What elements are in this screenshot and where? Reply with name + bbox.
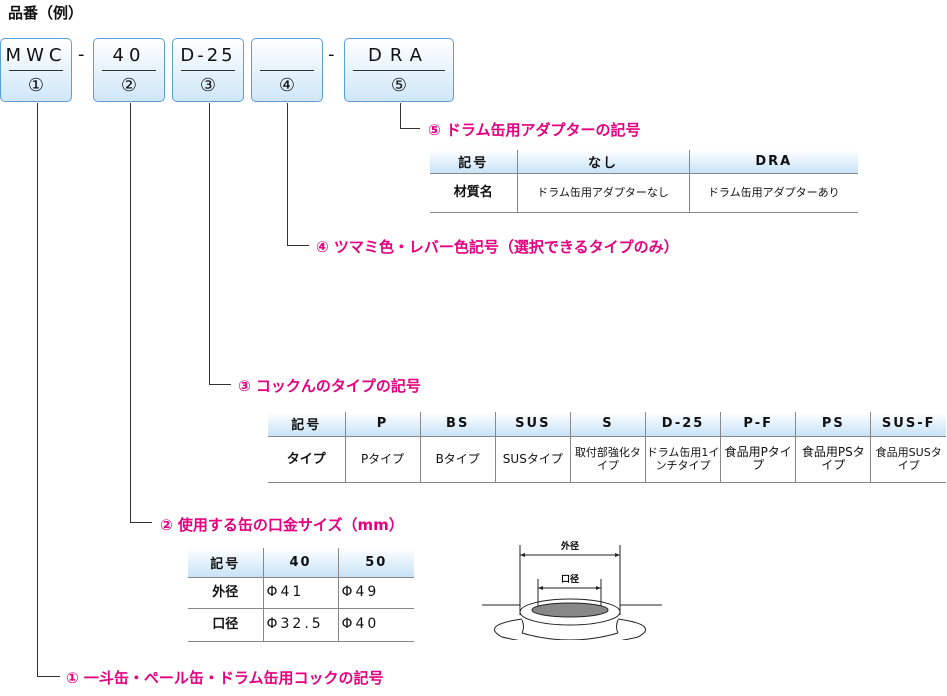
header-cell: BS	[419, 412, 496, 437]
code: DRA	[368, 45, 430, 66]
num: ⑤	[390, 75, 408, 96]
header-cell: 記号	[268, 412, 345, 437]
header-cell: 40	[262, 548, 338, 578]
code: D-25	[180, 45, 236, 66]
type-table: 記号 P BS SUS S D-25 P-F PS SUS-F タイプ Pタイプ…	[268, 412, 946, 483]
header-cell: SUS	[494, 412, 571, 437]
header-cell: なし	[516, 150, 689, 174]
cell: SUSタイプ	[494, 436, 571, 483]
page-title: 品番（例）	[8, 4, 84, 22]
cell: ドラム缶用アダプターなし	[516, 173, 689, 213]
cell: 食品用PSタイプ	[795, 436, 871, 483]
cell: 取付部強化タイプ	[569, 436, 646, 483]
can-mouth-diagram: 外径 口径	[482, 540, 662, 640]
num: ②	[120, 75, 138, 96]
cell: Φ41	[262, 577, 338, 609]
cell: 食品用Pタイプ	[720, 436, 796, 483]
header-cell: 記号	[188, 548, 263, 578]
cell: Φ40	[337, 608, 414, 642]
cell: 食品用SUSタイプ	[870, 436, 946, 483]
separator: -	[78, 44, 85, 65]
num: ③	[199, 75, 217, 96]
header-cell: D-25	[644, 412, 721, 437]
code: MWC	[5, 45, 67, 66]
row-label: 材質名	[430, 173, 517, 213]
cell: Φ49	[337, 577, 414, 609]
header-cell: P	[344, 412, 421, 437]
row-label: タイプ	[268, 436, 345, 483]
num: ①	[27, 75, 45, 96]
cell: ドラム缶用アダプターあり	[688, 173, 858, 213]
separator: -	[328, 44, 335, 65]
row-label: 口径	[188, 608, 263, 642]
header-cell: SUS-F	[870, 412, 946, 437]
header-cell: DRA	[688, 150, 858, 174]
header-cell: P-F	[720, 412, 796, 437]
header-cell: 記号	[430, 150, 517, 174]
part-box-3: D-25 ③	[172, 38, 244, 102]
part-box-4: ④	[251, 38, 323, 102]
num: ④	[278, 75, 296, 96]
cell: Φ32.5	[262, 608, 338, 642]
cell: Bタイプ	[419, 436, 496, 483]
part-box-1: MWC ①	[0, 38, 72, 102]
header-cell: S	[569, 412, 646, 437]
section-1-label: ① 一斗缶・ペール缶・ドラム缶用コックの記号	[66, 669, 384, 687]
inner-diameter-label: 口径	[561, 573, 579, 585]
section-5-label: ⑤ ドラム缶用アダプターの記号	[428, 121, 641, 139]
header-cell: PS	[795, 412, 871, 437]
header-cell: 50	[337, 548, 414, 578]
outer-diameter-label: 外径	[560, 540, 579, 552]
row-label: 外径	[188, 577, 263, 609]
code: 40	[112, 45, 146, 66]
cell: ドラム缶用1インチタイプ	[644, 436, 721, 483]
part-box-2: 40 ②	[93, 38, 165, 102]
section-2-label: ② 使用する缶の口金サイズ（mm）	[160, 516, 404, 534]
section-4-label: ④ ツマミ色・レバー色記号（選択できるタイプのみ）	[316, 238, 679, 256]
cell: Pタイプ	[344, 436, 421, 483]
section-3-label: ③ コックんのタイプの記号	[238, 377, 421, 395]
part-box-5: DRA ⑤	[344, 38, 454, 102]
